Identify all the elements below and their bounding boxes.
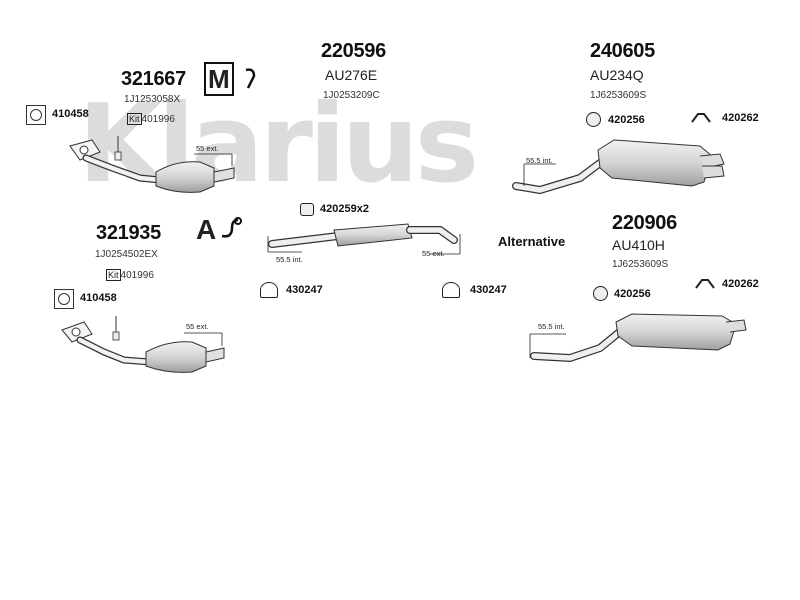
- kit-icon: Kit: [127, 113, 142, 125]
- hanger-icon: [260, 282, 278, 298]
- catalytic-converter-icon: [155, 161, 235, 193]
- oem-code: 1J0253209C: [323, 90, 380, 101]
- auto-fit-badge: A: [196, 216, 248, 244]
- product-code: AU234Q: [590, 67, 644, 83]
- mount-ref: 420256: [608, 114, 645, 126]
- silencer-icon: [597, 139, 725, 187]
- catalytic-converter-icon: [145, 341, 225, 373]
- hanger-ref: 430247: [286, 284, 323, 296]
- oem-code: 1J6253609S: [590, 90, 647, 101]
- product-code: AU276E: [325, 67, 378, 83]
- oem-code: 1J1253058X: [124, 94, 181, 105]
- product-code: AU410H: [612, 237, 665, 253]
- silencer-icon: [333, 223, 413, 247]
- alternative-label: Alternative: [498, 234, 566, 249]
- badge-letter: M: [204, 62, 234, 96]
- mount-ref: 420259x2: [320, 203, 369, 215]
- part-number: 220906: [612, 212, 677, 234]
- dim-line: [184, 332, 223, 346]
- hanger-ref: 430247: [470, 284, 507, 296]
- oem-code: 1J6253609S: [612, 259, 669, 270]
- sensor-icon: [114, 136, 122, 161]
- badge-letter: A: [196, 214, 217, 245]
- dim-line: [529, 333, 566, 358]
- clamp-icon: [54, 289, 74, 309]
- dimension-label: 55 ext.: [186, 322, 209, 331]
- clamp-ref: 410458: [52, 108, 89, 120]
- clamp-ref: 410458: [80, 292, 117, 304]
- bracket-icon: [695, 279, 715, 289]
- kit-ref: 401996: [120, 270, 154, 281]
- dimension-label: 55 ext.: [196, 144, 219, 153]
- mounting-rubber-icon: [300, 203, 314, 216]
- manifold-icon: [69, 139, 101, 161]
- dimension-label: 55.5 int.: [276, 255, 303, 264]
- part-number: 240605: [590, 40, 655, 62]
- hanger-ref: 420262: [722, 278, 759, 290]
- kit-icon: Kit: [106, 269, 121, 281]
- spanner-icon: [221, 217, 242, 238]
- dimension-label: 55.5 int.: [526, 156, 553, 165]
- part-number: 321667: [121, 68, 186, 90]
- spanner-icon: [245, 68, 256, 89]
- brand-watermark: Klarius: [78, 82, 479, 207]
- sensor-icon: [112, 316, 120, 341]
- mounting-rubber-icon: [593, 286, 608, 301]
- hanger-ref: 420262: [722, 112, 759, 124]
- dim-line: [523, 163, 556, 186]
- silencer-icon: [615, 313, 747, 351]
- manual-fit-badge: M: [204, 62, 260, 96]
- manifold-icon: [61, 321, 93, 343]
- dim-line: [194, 153, 233, 166]
- mount-ref: 420256: [614, 288, 651, 300]
- dimension-label: 55.5 int.: [538, 322, 565, 331]
- part-number: 220596: [321, 40, 386, 62]
- kit-ref: 401996: [141, 114, 175, 125]
- hanger-icon: [442, 282, 460, 298]
- bracket-icon: [691, 113, 711, 123]
- mounting-rubber-icon: [586, 112, 601, 127]
- dim-line: [267, 234, 461, 255]
- dimension-label: 55 ext.: [422, 249, 445, 258]
- oem-code: 1J0254502EX: [95, 249, 158, 260]
- part-number: 321935: [96, 222, 161, 244]
- clamp-icon: [26, 105, 46, 125]
